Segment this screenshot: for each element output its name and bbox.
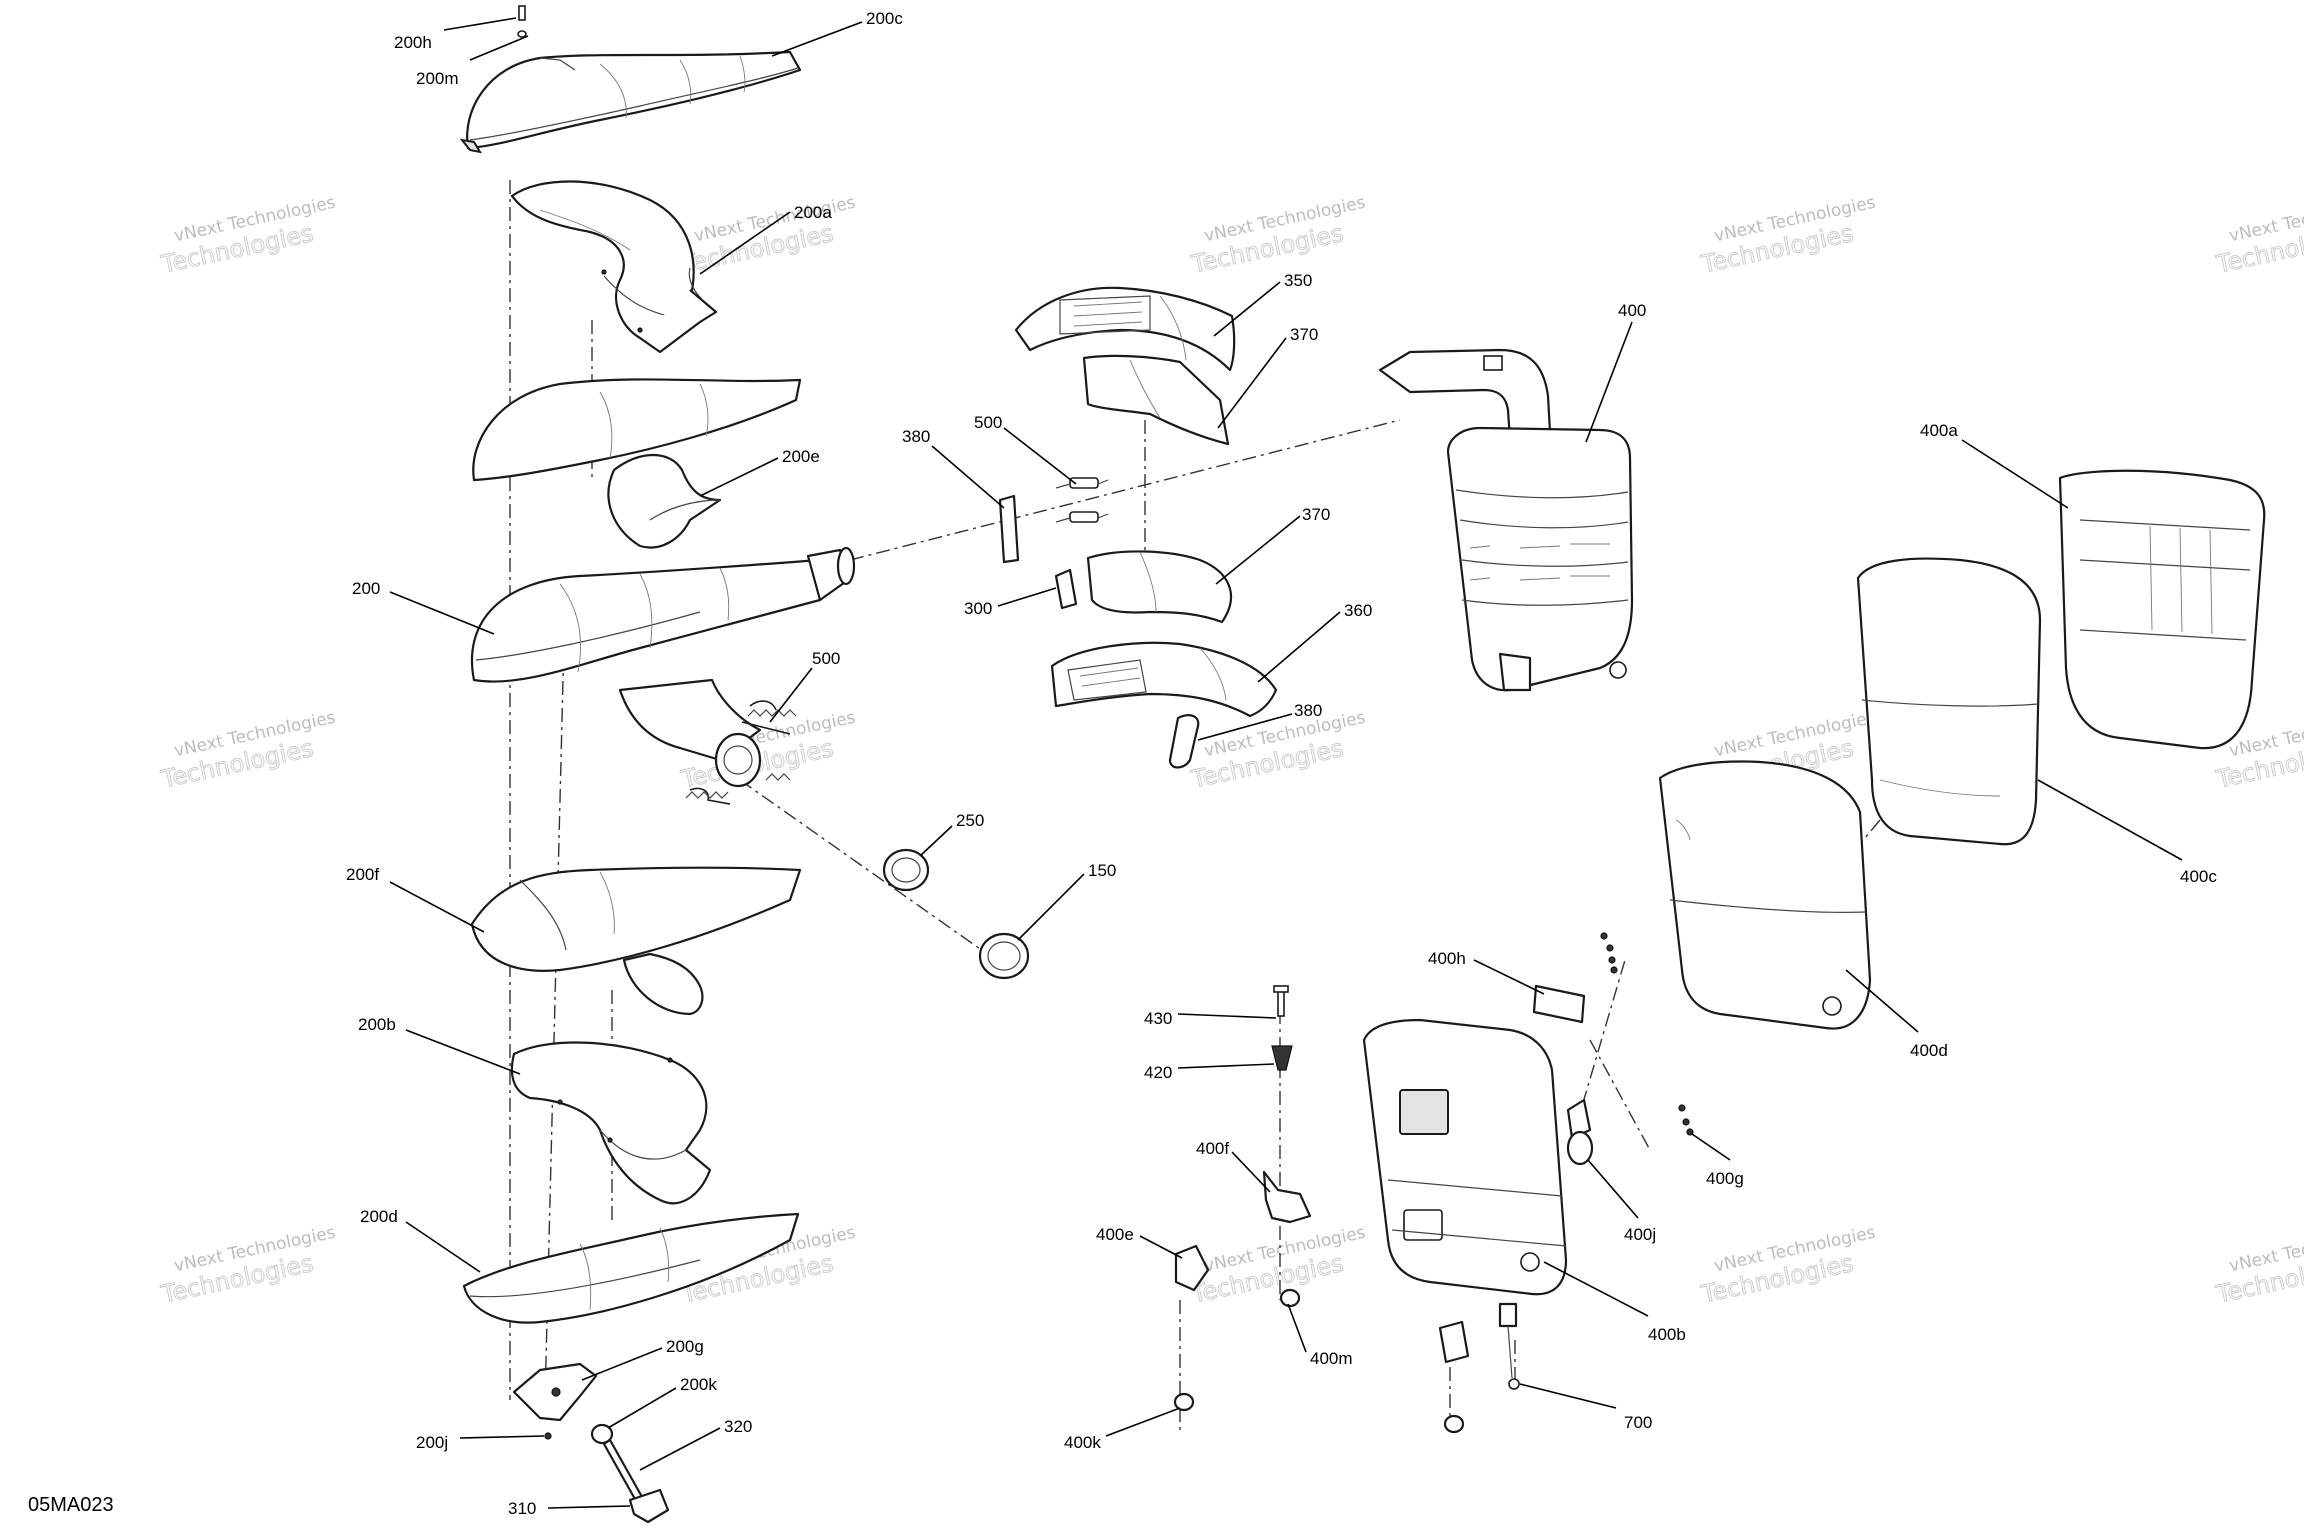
callout-200: 200 — [352, 579, 380, 598]
callout-200d: 200d — [360, 1207, 398, 1226]
part-250-gasket — [882, 848, 930, 892]
watermark: vNext Technologies Technologies — [158, 1223, 338, 1310]
part-310-bracket — [628, 1488, 670, 1524]
callout-400m: 400m — [1310, 1349, 1353, 1368]
part-200c-top-heat-shield — [459, 50, 802, 154]
callout-400f: 400f — [1196, 1139, 1229, 1158]
part-150-ring — [978, 932, 1030, 980]
callout-labels: 200h 200m 200c 200a 200e 200 500 200f 25… — [346, 9, 2217, 1518]
part-400h-plate — [1532, 932, 1618, 1024]
part-200j-screw — [544, 1432, 552, 1440]
part-200-expansion-chamber — [471, 546, 856, 805]
part-200b-heat-shield — [510, 1041, 712, 1205]
callout-370-upper: 370 — [1290, 325, 1318, 344]
watermark: vNext Technologies Technologies — [1188, 193, 1368, 280]
callout-200k: 200k — [680, 1375, 717, 1394]
part-360-outlet-shield — [1050, 641, 1278, 718]
callout-400: 400 — [1618, 301, 1646, 320]
watermark: vNext Technologies Technologies — [158, 193, 338, 280]
part-700-sensor — [1498, 1302, 1520, 1390]
callout-200c: 200c — [866, 9, 903, 28]
callout-200g: 200g — [666, 1337, 704, 1356]
callout-200h: 200h — [394, 33, 432, 52]
part-200d-bottom-heat-shield — [462, 1212, 800, 1324]
callout-380-upper: 380 — [902, 427, 930, 446]
callout-200b: 200b — [358, 1015, 396, 1034]
part-400m-grommet — [1279, 1288, 1301, 1308]
callout-400d: 400d — [1910, 1041, 1948, 1060]
part-400e-bracket — [1174, 1244, 1210, 1292]
callout-400j: 400j — [1624, 1225, 1656, 1244]
part-420-grommet — [1271, 1045, 1293, 1071]
callout-200j: 200j — [416, 1433, 448, 1452]
callout-500-middle: 500 — [974, 413, 1002, 432]
part-200a-heat-shield — [510, 180, 718, 354]
part-400f-bracket — [1262, 1170, 1312, 1224]
callout-380-lower: 380 — [1294, 701, 1322, 720]
part-200e-heat-shield — [472, 378, 802, 549]
callout-320: 320 — [724, 1417, 752, 1436]
callout-400a: 400a — [1920, 421, 1958, 440]
callout-310: 310 — [508, 1499, 536, 1518]
part-500-springs-left — [685, 709, 797, 799]
callout-400b: 400b — [1648, 1325, 1686, 1344]
part-200g-bracket — [512, 1362, 598, 1422]
callout-200e: 200e — [782, 447, 820, 466]
part-400b-muffler-housing — [1362, 1018, 1568, 1296]
part-380-spacer-bottom — [1168, 714, 1200, 769]
part-muffler-mount — [1438, 1320, 1470, 1434]
watermark: vNext Technologies Technologies — [1698, 1223, 1878, 1310]
part-400-muffler — [1378, 348, 1634, 692]
part-500-springs-middle — [1055, 477, 1109, 523]
part-380-spacer-top — [998, 494, 1020, 564]
part-430-bolt — [1273, 985, 1289, 1017]
callout-200a: 200a — [794, 203, 832, 222]
part-370-lower-insulation — [1086, 550, 1232, 624]
callout-500-left: 500 — [812, 649, 840, 668]
part-300-clamp — [1054, 568, 1078, 610]
callout-400c: 400c — [2180, 867, 2217, 886]
callout-700: 700 — [1624, 1413, 1652, 1432]
callout-430: 430 — [1144, 1009, 1172, 1028]
part-400d-heat-shield — [1658, 760, 1872, 1030]
part-200f-heat-shield — [470, 866, 802, 1016]
part-370-upper-insulation — [1082, 354, 1230, 446]
callout-420: 420 — [1144, 1063, 1172, 1082]
part-350-inlet-shield — [1014, 286, 1236, 372]
callout-250: 250 — [956, 811, 984, 830]
part-400j-plate — [1566, 1098, 1594, 1166]
callout-400g: 400g — [1706, 1169, 1744, 1188]
watermark: vNext Technologies Technologies — [678, 193, 858, 280]
callout-200f: 200f — [346, 865, 379, 884]
part-200h-screw — [517, 5, 527, 38]
part-400g-bolts — [1678, 1104, 1694, 1136]
part-400a-heat-shield — [2058, 469, 2266, 750]
callout-400h: 400h — [1428, 949, 1466, 968]
watermark: vNext Technologies Technologies — [158, 708, 338, 795]
watermark: vNext Technologies Technologies — [2213, 193, 2304, 280]
callout-150: 150 — [1088, 861, 1116, 880]
callout-370-lower: 370 — [1302, 505, 1330, 524]
diagram-reference-code: 05MA023 — [28, 1494, 114, 1516]
watermark: vNext Technologies Technologies — [1188, 708, 1368, 795]
callout-400k: 400k — [1064, 1433, 1101, 1452]
callout-400e: 400e — [1096, 1225, 1134, 1244]
callout-300: 300 — [964, 599, 992, 618]
watermark: vNext Technologies Technologies — [1698, 193, 1878, 280]
part-200k-grommet — [590, 1423, 614, 1445]
watermark: vNext Technologies Technologies — [2213, 1223, 2304, 1310]
part-400k-grommet — [1173, 1392, 1195, 1412]
watermark: vNext Technologies Technologies — [1188, 1223, 1368, 1310]
part-400c-heat-shield — [1856, 557, 2042, 846]
callout-200m: 200m — [416, 69, 459, 88]
callout-350: 350 — [1284, 271, 1312, 290]
callout-360: 360 — [1344, 601, 1372, 620]
